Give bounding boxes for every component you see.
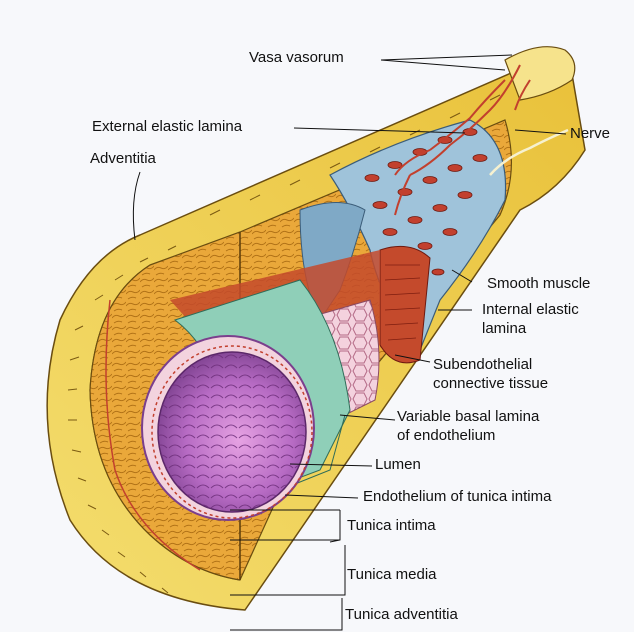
label-endothelium: Endothelium of tunica intima — [363, 488, 551, 506]
label-tunica-adventitia: Tunica adventitia — [345, 606, 458, 624]
label-subendothelial-line2: connective tissue — [433, 375, 548, 393]
label-internal-elastic-lamina-line1: Internal elastic — [482, 301, 579, 319]
label-smooth-muscle: Smooth muscle — [487, 275, 590, 293]
label-lumen: Lumen — [375, 456, 421, 474]
label-tunica-intima: Tunica intima — [347, 517, 436, 535]
label-internal-elastic-lamina-line2: lamina — [482, 320, 526, 338]
label-nerve: Nerve — [570, 125, 610, 143]
label-tunica-media: Tunica media — [347, 566, 437, 584]
label-subendothelial-line1: Subendothelial — [433, 356, 532, 374]
label-external-elastic-lamina: External elastic lamina — [92, 118, 242, 136]
label-basal-lamina-line2: of endothelium — [397, 427, 495, 445]
label-vasa-vasorum: Vasa vasorum — [249, 49, 344, 67]
lumen-and-intima — [142, 336, 314, 520]
label-adventitia: Adventitia — [90, 150, 156, 168]
label-basal-lamina-line1: Variable basal lamina — [397, 408, 539, 426]
